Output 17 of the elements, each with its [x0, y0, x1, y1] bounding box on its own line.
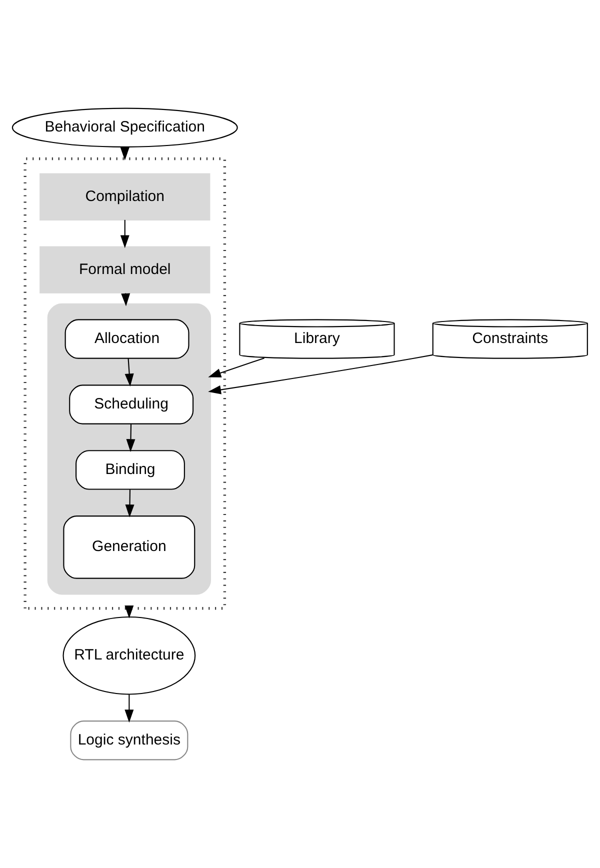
node-box: Compilation — [40, 173, 210, 220]
arrow — [208, 358, 264, 378]
node-box: Logic synthesis — [70, 720, 188, 760]
arrow — [124, 605, 134, 618]
node-box: Binding — [76, 450, 185, 490]
arrow — [124, 694, 134, 723]
cluster — [24, 157, 226, 610]
node-ellipse: RTL architecture — [62, 616, 196, 695]
arrow — [125, 490, 134, 518]
arrow — [126, 424, 136, 452]
node-box: Allocation — [64, 319, 190, 359]
node-box: Scheduling — [69, 384, 194, 424]
arrow — [124, 358, 134, 387]
node-box: Generation — [63, 516, 196, 579]
arrow — [120, 220, 130, 248]
arrow — [208, 354, 433, 394]
cluster — [47, 303, 211, 595]
